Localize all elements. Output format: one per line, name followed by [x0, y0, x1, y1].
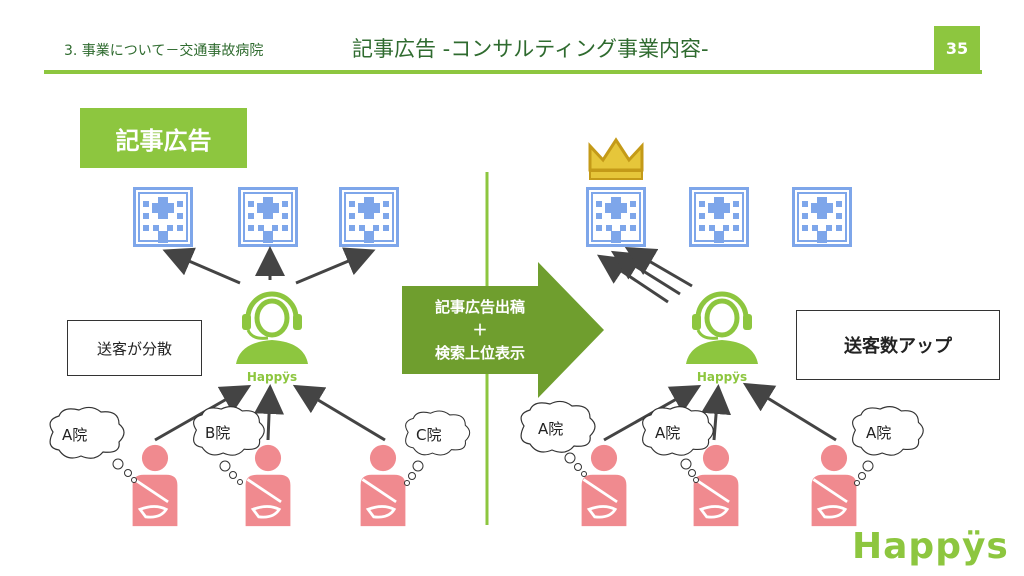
- patient-icon: [810, 444, 858, 528]
- patient-icon: [580, 444, 628, 528]
- title-underline: [44, 70, 982, 74]
- section-title: 3. 事業について－交通事故病院: [64, 43, 264, 59]
- bubble-label: B院: [205, 424, 231, 442]
- arrow-icon: [603, 385, 702, 442]
- page-title: 記事広告 -コンサルティング事業内容-: [352, 37, 709, 61]
- hospital-icon: [238, 187, 298, 247]
- hospital-icon: [792, 187, 852, 247]
- article-ad-label: 記事広告: [80, 108, 247, 168]
- crown-icon: [588, 137, 644, 172]
- arrow-text-line: ＋: [472, 321, 488, 339]
- arrow-text-line: 記事広告出稿: [434, 298, 525, 316]
- arrow-icon: [292, 384, 386, 442]
- arrow-icon: [162, 247, 241, 285]
- patient-icon: [131, 444, 179, 528]
- page-number: 35: [934, 26, 980, 70]
- bubble-label: A院: [655, 424, 681, 442]
- bubble-label: A院: [538, 420, 564, 438]
- operator-brand-label: Happÿs: [246, 370, 298, 384]
- customers-up-note: 送客数アップ: [796, 310, 1000, 380]
- patient-icon: [359, 444, 407, 528]
- arrow-icon: [624, 246, 693, 288]
- arrow-icon: [154, 385, 252, 442]
- customers-dispersed-note: 送客が分散: [67, 320, 202, 376]
- bubble-label: A院: [62, 426, 88, 444]
- operator-brand-label: Happÿs: [696, 370, 748, 384]
- arrow-icon: [742, 382, 837, 442]
- hospital-icon: [133, 187, 193, 247]
- patient-icon: [244, 444, 292, 528]
- happys-logo: Happÿs: [852, 526, 1009, 567]
- operator-headset-icon: [686, 294, 758, 364]
- arrow-text-line: 検索上位表示: [434, 344, 525, 362]
- arrow-icon: [295, 247, 376, 285]
- hospital-icon: [339, 187, 399, 247]
- hospital-icon: [689, 187, 749, 247]
- arrow-icon: [254, 384, 285, 441]
- patient-icon: [692, 444, 740, 528]
- operator-headset-icon: [236, 294, 308, 364]
- bubble-label: A院: [866, 424, 892, 442]
- bubble-label: C院: [416, 426, 442, 444]
- arrow-icon: [701, 384, 732, 441]
- transition-arrow: [402, 262, 604, 398]
- hospital-icon: [586, 187, 646, 247]
- transition-arrow-text: 記事広告出稿 ＋ 検索上位表示: [405, 296, 555, 365]
